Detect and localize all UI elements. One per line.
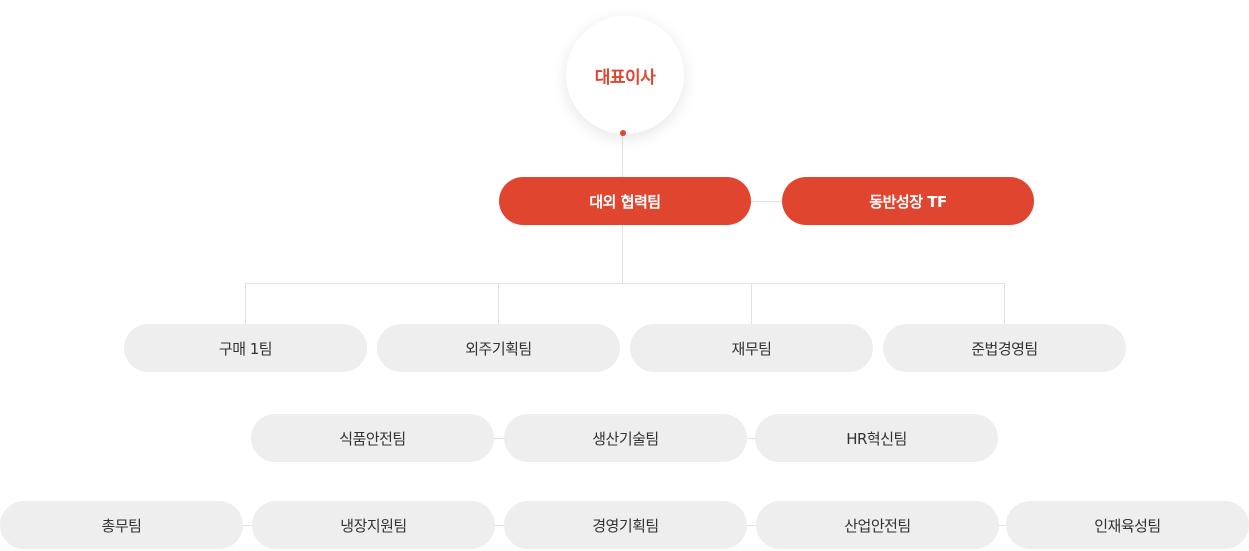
team-label: 구매 1팀: [218, 339, 273, 358]
connector-level1-horizontal: [750, 201, 783, 202]
team-compliance: 준법경영팀: [883, 324, 1126, 372]
team-label: 외주기획팀: [465, 339, 532, 358]
team-label: HR혁신팀: [846, 429, 907, 448]
ceo-label: 대표이사: [594, 67, 656, 88]
team-food-safety: 식품안전팀: [251, 414, 494, 462]
team-industrial-safety: 산업안전팀: [756, 501, 999, 549]
team-label: 재무팀: [731, 339, 772, 358]
team-hr-innovation: HR혁신팀: [755, 414, 998, 462]
team-shared-growth-tf: 동반성장 TF: [782, 177, 1034, 225]
team-label: 경영기획팀: [592, 516, 659, 535]
team-purchasing-1: 구매 1팀: [124, 324, 367, 372]
ceo-connector-dot: [620, 130, 626, 136]
team-finance: 재무팀: [630, 324, 873, 372]
team-label: 산업안전팀: [844, 516, 911, 535]
team-label: 식품안전팀: [339, 429, 406, 448]
team-label: 총무팀: [101, 516, 142, 535]
connector-drop-1: [245, 283, 246, 324]
team-label: 인재육성팀: [1094, 516, 1161, 535]
team-label: 동반성장 TF: [869, 192, 947, 211]
connector-level1-to-bus: [622, 224, 623, 283]
team-label: 준법경영팀: [971, 339, 1038, 358]
team-label: 냉장지원팀: [340, 516, 407, 535]
team-external-cooperation: 대외 협력팀: [499, 177, 751, 225]
team-outsourcing-planning: 외주기획팀: [377, 324, 620, 372]
team-label: 대외 협력팀: [589, 192, 661, 211]
team-refrigeration-support: 냉장지원팀: [252, 501, 495, 549]
team-label: 생산기술팀: [592, 429, 659, 448]
connector-level2-bus: [245, 283, 1005, 284]
team-talent-development: 인재육성팀: [1006, 501, 1249, 549]
team-general-affairs: 총무팀: [0, 501, 243, 549]
team-management-planning: 경영기획팀: [504, 501, 747, 549]
connector-drop-2: [498, 283, 499, 324]
team-production-technology: 생산기술팀: [504, 414, 747, 462]
connector-ceo-to-level1: [622, 133, 623, 178]
connector-drop-4: [1004, 283, 1005, 324]
ceo-node: 대표이사: [566, 16, 684, 134]
connector-drop-3: [751, 283, 752, 324]
